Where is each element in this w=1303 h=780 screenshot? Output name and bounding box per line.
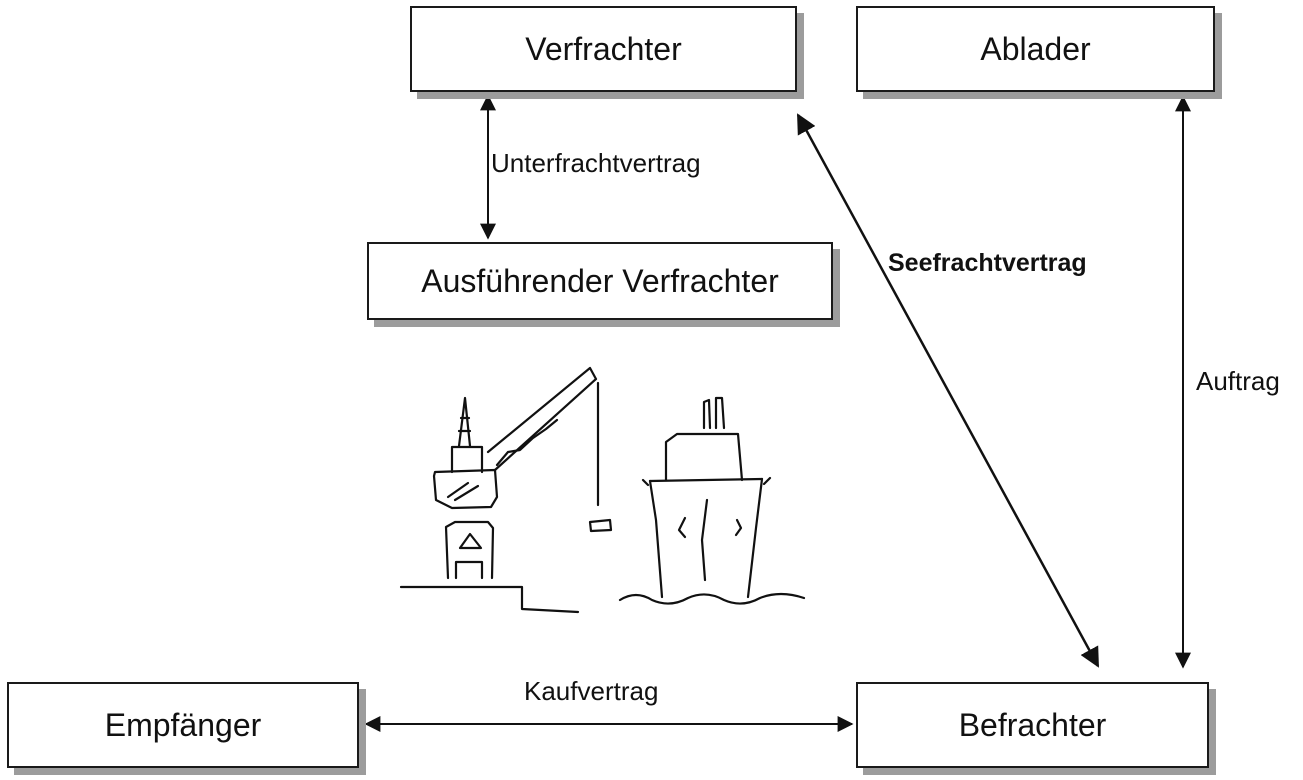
node-befrachter: Befrachter [856,682,1209,768]
node-verfrachter-label: Verfrachter [525,30,682,67]
node-ausfuehrender-label: Ausführender Verfrachter [421,262,779,299]
node-ablader-label: Ablader [980,30,1091,67]
node-ablader: Ablader [856,6,1215,92]
label-kaufvertrag: Kaufvertrag [524,676,659,706]
ship-sketch [618,396,806,605]
crane-sketch [399,366,613,614]
node-empfaenger-label: Empfänger [104,706,262,743]
node-empfaenger: Empfänger [7,682,359,768]
label-seefrachtvertrag: Seefrachtvertrag [888,249,1087,277]
arrow-seefrachtvertrag [796,113,1100,668]
node-befrachter-label: Befrachter [958,706,1107,743]
node-verfrachter: Verfrachter [410,6,797,92]
label-unterfrachtvertrag: Unterfrachtvertrag [491,148,701,178]
node-ausfuehrender-verfrachter: Ausführender Verfrachter [367,242,833,320]
label-auftrag: Auftrag [1196,366,1280,396]
